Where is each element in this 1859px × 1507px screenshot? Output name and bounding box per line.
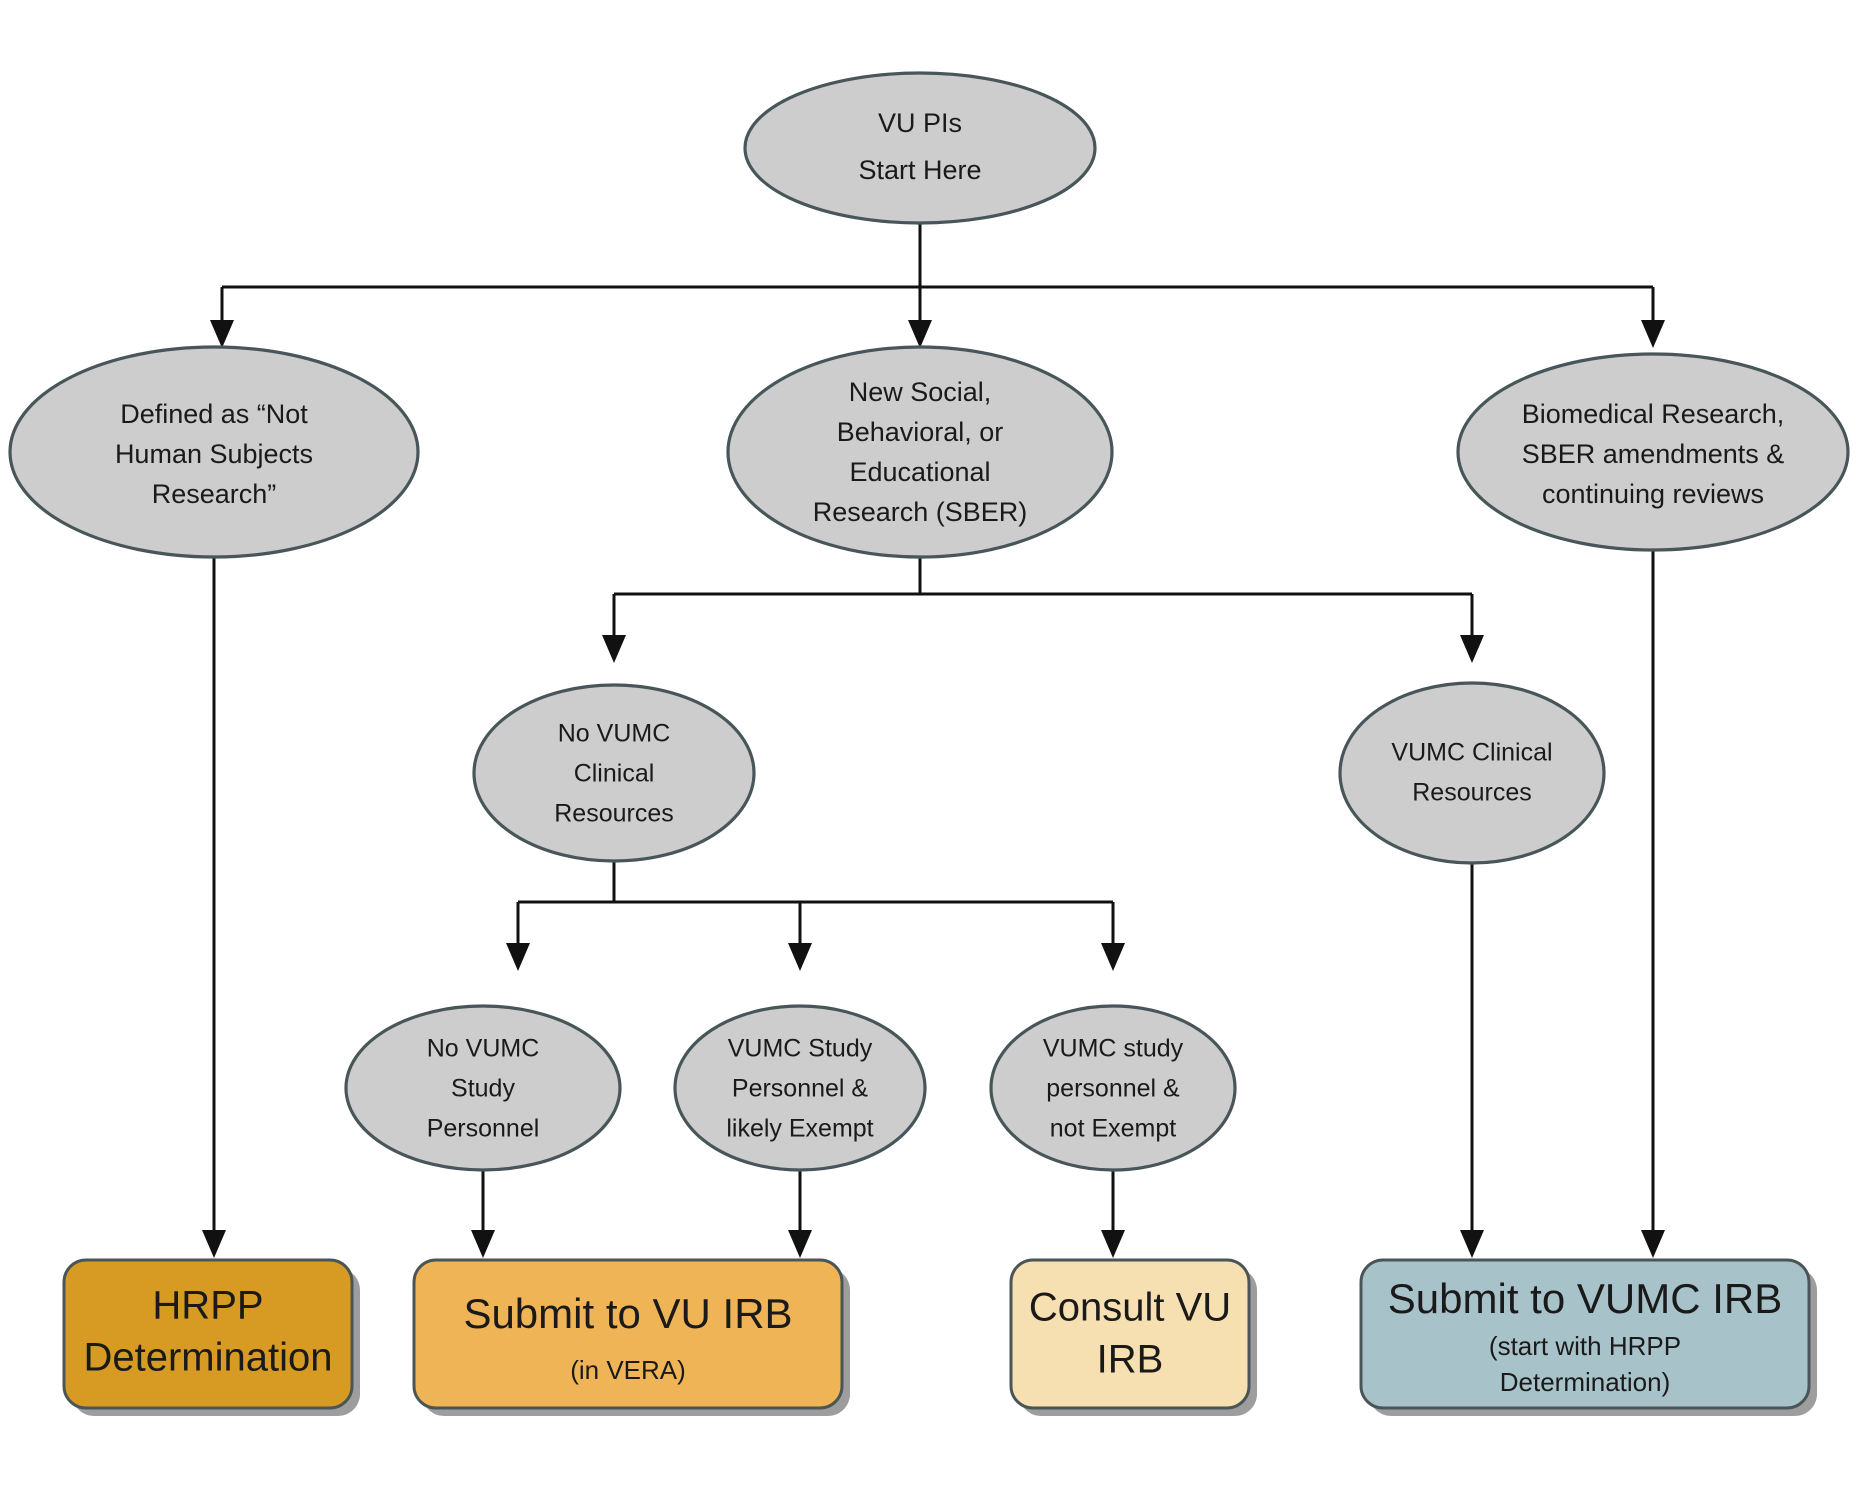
arrowhead-vu-irb-left — [471, 1230, 495, 1258]
arrowhead-vumc-irb-clinical — [1460, 1230, 1484, 1258]
connector-layer — [202, 222, 1665, 1258]
node-vumc-not-exempt-line-3: not Exempt — [1050, 1115, 1177, 1143]
terminal-hrpp-determination[interactable]: HRPP Determination — [62, 1258, 360, 1416]
node-no-vumc-personnel-line-1: No VUMC — [427, 1035, 540, 1063]
node-vumc-not-exempt-line-1: VUMC study — [1043, 1035, 1184, 1063]
vumc-irb-label: Submit to VUMC IRB — [1388, 1275, 1782, 1322]
node-no-vumc-clinical-line-2: Clinical — [574, 760, 655, 788]
node-no-vumc-personnel-line-3: Personnel — [427, 1115, 540, 1143]
node-no-vumc-personnel-line-2: Study — [451, 1075, 515, 1103]
arrowhead-consult-vu-irb — [1101, 1230, 1125, 1258]
vumc-irb-box — [1359, 1258, 1811, 1410]
arrowhead-hrpp — [202, 1230, 226, 1258]
hrpp-box — [62, 1258, 354, 1410]
arrowhead-vu-irb-mid — [788, 1230, 812, 1258]
node-no-vumc-clinical-line-3: Resources — [554, 800, 674, 828]
consult-label-line-2: IRB — [1097, 1338, 1164, 1382]
arrowhead-sber — [908, 320, 932, 348]
arrowhead-not-human — [210, 320, 234, 348]
node-biomedical[interactable]: Biomedical Research, SBER amendments & c… — [1456, 352, 1850, 552]
node-start-line-1: VU PIs — [878, 108, 962, 138]
node-not-human-subjects[interactable]: Defined as “Not Human Subjects Research” — [8, 345, 420, 559]
vumc-irb-sublabel-line-2: Determination) — [1500, 1367, 1671, 1397]
hrpp-label-line-2: Determination — [83, 1336, 332, 1380]
arrowhead-vumc-personnel-exempt — [788, 943, 812, 971]
node-no-vumc-clinical-resources[interactable]: No VUMC Clinical Resources — [472, 683, 756, 863]
node-biomedical-line-3: continuing reviews — [1542, 479, 1764, 509]
node-vumc-not-exempt-line-2: personnel & — [1046, 1075, 1180, 1103]
arrowhead-biomedical — [1641, 320, 1665, 348]
node-vumc-clinical-resources[interactable]: VUMC Clinical Resources — [1338, 681, 1606, 865]
arrowhead-no-vumc-personnel — [506, 943, 530, 971]
node-biomedical-line-2: SBER amendments & — [1522, 439, 1785, 469]
node-start[interactable]: VU PIs Start Here — [743, 71, 1097, 225]
node-sber-line-4: Research (SBER) — [813, 497, 1028, 527]
node-no-vumc-study-personnel[interactable]: No VUMC Study Personnel — [344, 1004, 622, 1172]
node-vumc-personnel-not-exempt[interactable]: VUMC study personnel & not Exempt — [989, 1004, 1237, 1172]
node-sber-line-2: Behavioral, or — [837, 417, 1004, 447]
node-biomedical-line-1: Biomedical Research, — [1522, 399, 1785, 429]
arrowhead-vumc-personnel-not-exempt — [1101, 943, 1125, 971]
consult-box — [1009, 1258, 1251, 1410]
vumc-irb-sublabel-line-1: (start with HRPP — [1489, 1331, 1681, 1361]
vu-irb-label: Submit to VU IRB — [463, 1290, 792, 1337]
node-sber[interactable]: New Social, Behavioral, or Educational R… — [726, 345, 1114, 559]
arrowhead-vumc-clinical — [1460, 635, 1484, 663]
node-vumc-exempt-line-3: likely Exempt — [726, 1115, 873, 1143]
terminal-submit-to-vumc-irb[interactable]: Submit to VUMC IRB (start with HRPP Dete… — [1359, 1258, 1817, 1416]
node-not-human-line-2: Human Subjects — [115, 439, 313, 469]
node-sber-line-1: New Social, — [849, 377, 992, 407]
arrowhead-vumc-irb-biomed — [1641, 1230, 1665, 1258]
terminal-consult-vu-irb[interactable]: Consult VU IRB — [1009, 1258, 1257, 1416]
node-no-vumc-clinical-line-1: No VUMC — [558, 720, 671, 748]
node-vumc-exempt-line-2: Personnel & — [732, 1075, 869, 1103]
node-vumc-clinical-line-1: VUMC Clinical — [1391, 739, 1552, 767]
node-start-line-2: Start Here — [858, 155, 981, 185]
vu-irb-box — [412, 1258, 844, 1410]
consult-label-line-1: Consult VU — [1029, 1286, 1231, 1330]
node-not-human-line-3: Research” — [152, 479, 277, 509]
node-vumc-personnel-likely-exempt[interactable]: VUMC Study Personnel & likely Exempt — [673, 1004, 927, 1172]
arrowhead-no-vumc-clinical — [602, 635, 626, 663]
vu-irb-sublabel: (in VERA) — [570, 1355, 686, 1385]
node-not-human-line-1: Defined as “Not — [120, 399, 308, 429]
hrpp-label-line-1: HRPP — [152, 1284, 263, 1328]
terminal-submit-to-vu-irb[interactable]: Submit to VU IRB (in VERA) — [412, 1258, 850, 1416]
node-vumc-clinical-line-2: Resources — [1412, 779, 1532, 807]
node-vumc-exempt-line-1: VUMC Study — [728, 1035, 873, 1063]
node-sber-line-3: Educational — [849, 457, 990, 487]
